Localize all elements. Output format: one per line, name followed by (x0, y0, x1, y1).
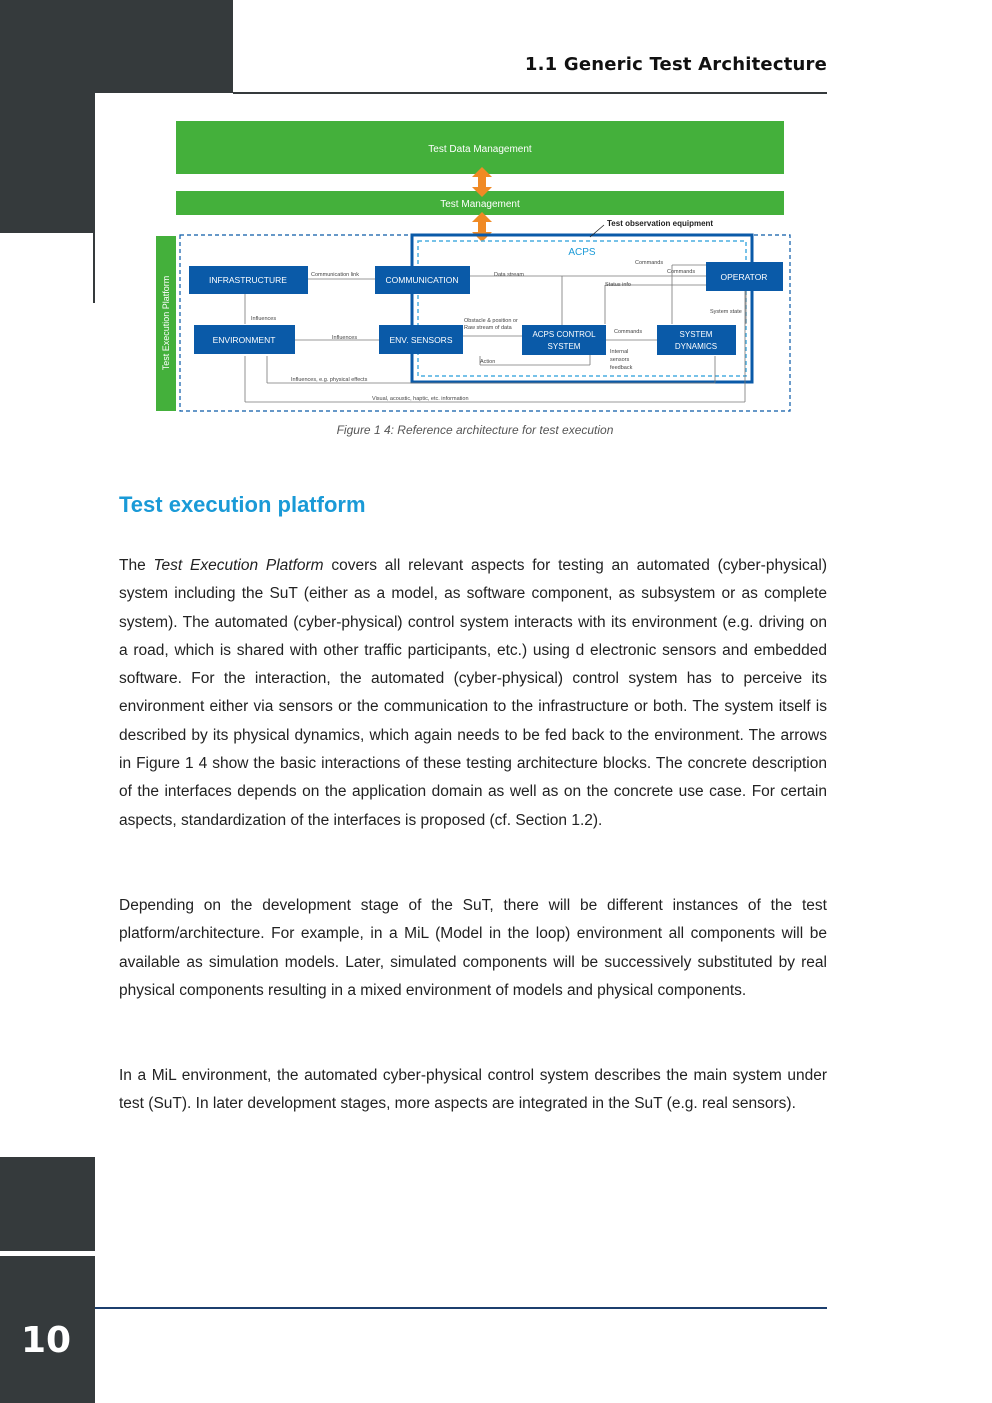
obstacle-label-1: Obstacle & position or (464, 318, 518, 324)
figure-caption: Figure 1 4: Reference architecture for t… (336, 423, 614, 437)
acps-label: ACPS (568, 247, 596, 258)
commands-label-2: Commands (667, 269, 695, 275)
communication-link-label: Communication link (311, 272, 359, 278)
obstacle-label-2: Raw stream of data (464, 325, 513, 331)
test-execution-platform-bar (156, 236, 176, 411)
svg-text:INFRASTRUCTURE: INFRASTRUCTURE (209, 275, 287, 285)
svg-text:ENV. SENSORS: ENV. SENSORS (390, 335, 453, 345)
test-observation-label: Test observation equipment (607, 219, 713, 228)
header-rule (233, 92, 827, 94)
status-info-label: Status info (605, 282, 631, 288)
visual-label: Visual, acoustic, haptic, etc. informati… (372, 396, 469, 402)
internal-label-1: Internal (610, 349, 628, 355)
operator-block: OPERATOR (706, 262, 783, 291)
orange-arrow-lower (472, 212, 492, 242)
svg-text:OPERATOR: OPERATOR (721, 272, 768, 282)
data-stream-label: Data stream (494, 272, 524, 278)
running-header: 1.1 Generic Test Architecture (524, 54, 827, 75)
paragraph-1: The Test Execution Platform covers all r… (119, 557, 827, 829)
environment-block: ENVIRONMENT (194, 325, 295, 354)
svg-text:COMMUNICATION: COMMUNICATION (385, 275, 458, 285)
top-left-block (0, 0, 233, 93)
bottom-left-block-lower (0, 1256, 95, 1403)
test-data-management-label: Test Data Management (428, 144, 532, 155)
acps-control-system-block: ACPS CONTROL SYSTEM (522, 325, 606, 355)
reference-architecture-figure: Test Data Management Test Management Tes… (156, 121, 791, 412)
svg-text:ENVIRONMENT: ENVIRONMENT (213, 335, 276, 345)
left-tick (93, 233, 95, 303)
acps-inner-border (417, 240, 747, 377)
action-label: Action (480, 359, 495, 365)
influences-physical-label: Influences, e.g. physical effects (291, 377, 368, 383)
env-sensors-block: ENV. SENSORS (379, 325, 463, 354)
svg-text:SYSTEM: SYSTEM (680, 330, 713, 339)
system-dynamics-block: SYSTEM DYNAMICS (657, 325, 736, 355)
paragraph-2: Depending on the development stage of th… (119, 897, 827, 999)
internal-label-3: feedback (610, 365, 633, 371)
orange-arrow-upper (472, 167, 492, 197)
svg-text:DYNAMICS: DYNAMICS (675, 342, 717, 351)
svg-text:SYSTEM: SYSTEM (548, 342, 581, 351)
influences-label-2: Influences (332, 335, 357, 341)
svg-text:ACPS CONTROL: ACPS CONTROL (532, 330, 596, 339)
influences-label-1: Influences (251, 316, 276, 322)
test-execution-platform-label: Test Execution Platform (161, 276, 171, 371)
test-management-label: Test Management (440, 199, 520, 210)
italic-term: Test Execution Platform (153, 557, 324, 574)
bottom-left-block-upper (0, 1157, 95, 1251)
footer-rule (95, 1307, 827, 1309)
communication-block: COMMUNICATION (375, 266, 470, 294)
commands-label-1: Commands (635, 260, 663, 266)
infrastructure-block: INFRASTRUCTURE (189, 266, 308, 294)
commands-label-3: Commands (614, 329, 642, 335)
internal-label-2: sensors (610, 357, 630, 363)
page-number: 10 (20, 1320, 72, 1361)
system-state-label: System state (710, 309, 742, 315)
paragraph-3: In a MiL environment, the automated cybe… (119, 1067, 827, 1113)
test-data-management-bar (176, 121, 784, 174)
acps-outer-border (410, 233, 754, 384)
section-heading: Test execution platform (119, 492, 366, 517)
left-side-block (0, 93, 95, 233)
